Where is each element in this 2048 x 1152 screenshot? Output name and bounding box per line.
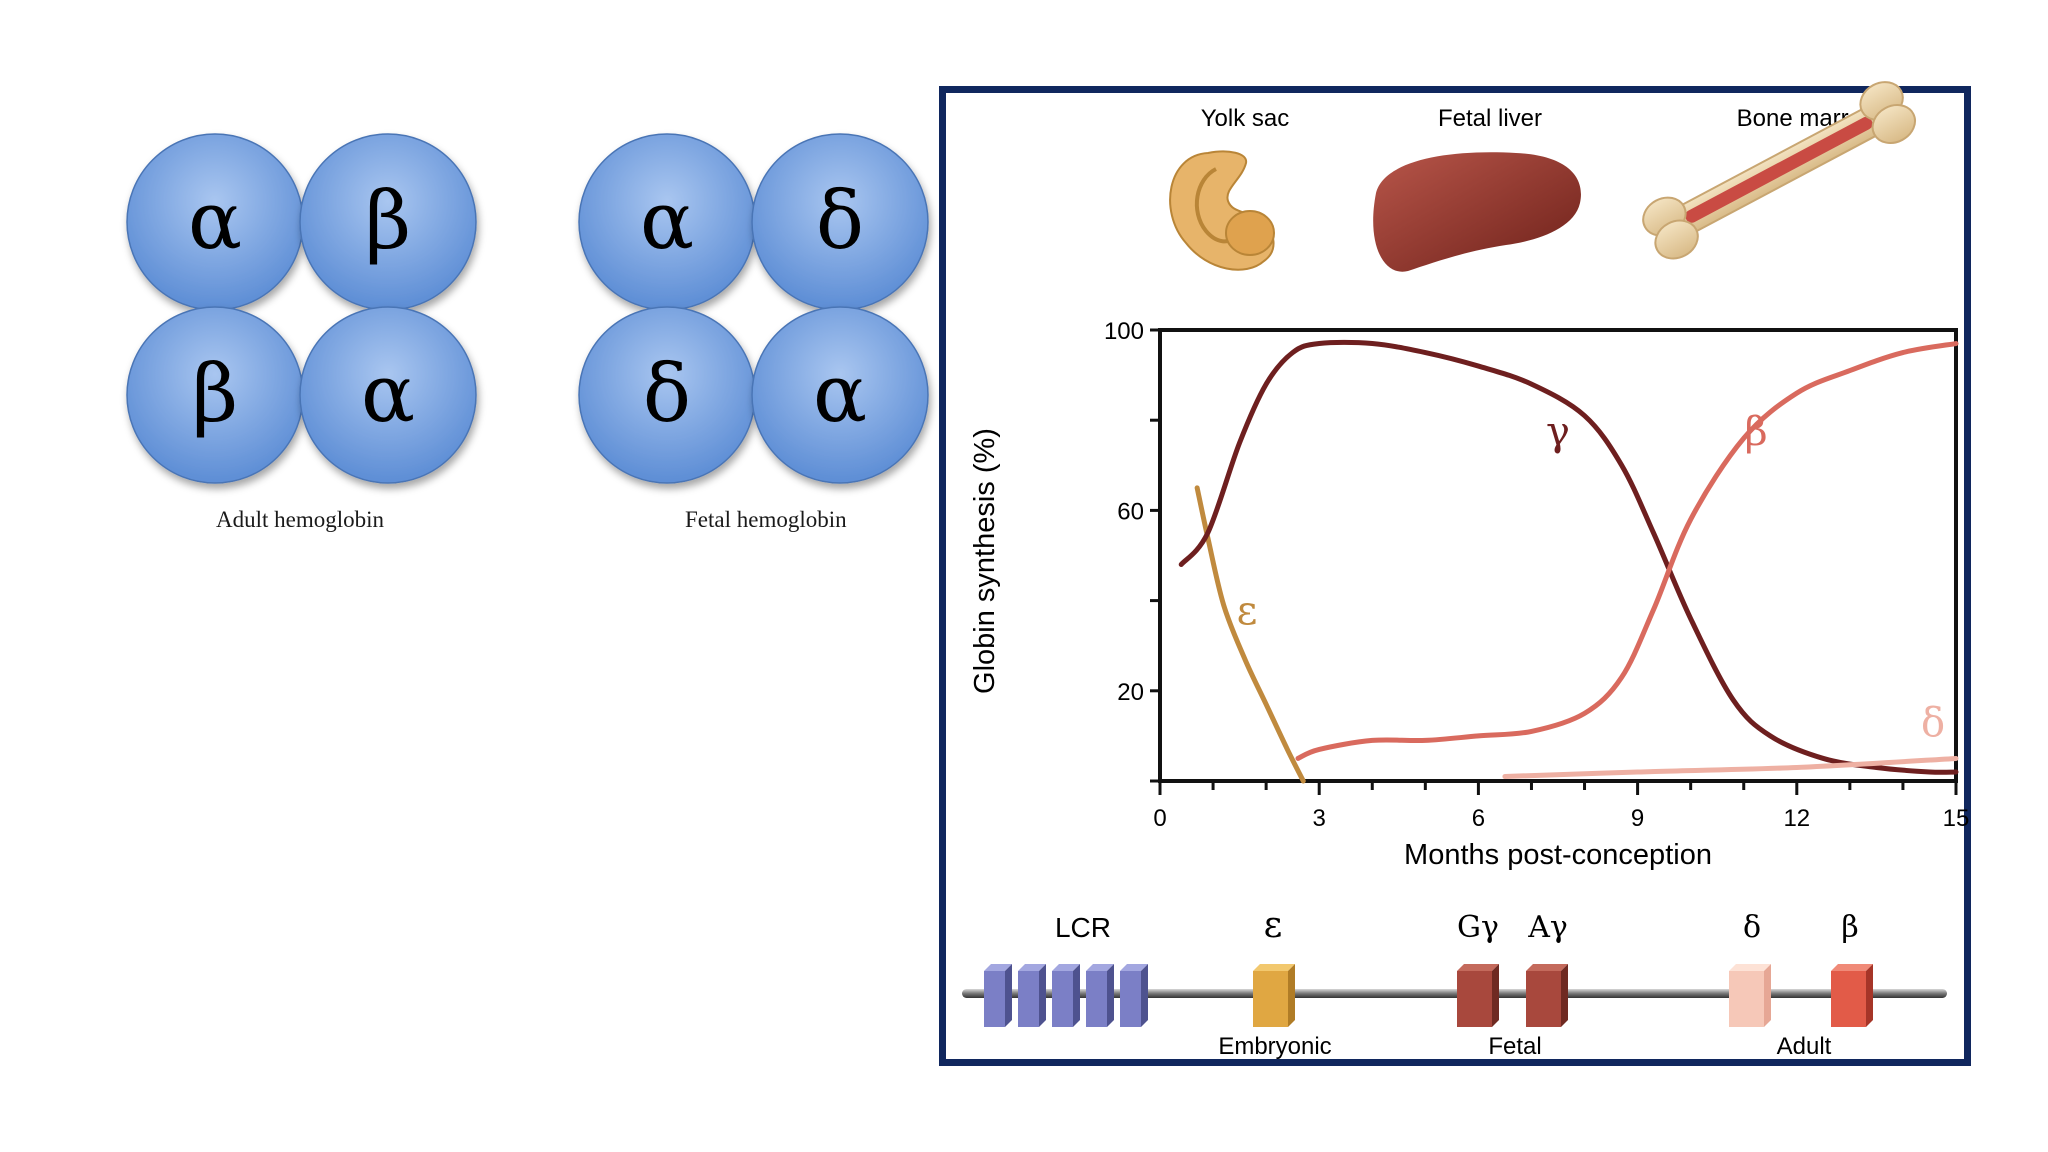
series-label-delta: δ <box>1921 700 1945 746</box>
gene-label-epsilon: ε <box>1264 905 1283 946</box>
x-tick-label: 12 <box>1783 805 1810 832</box>
lcr-site <box>1005 964 1012 1027</box>
x-tick-label: 9 <box>1631 805 1644 832</box>
lcr-site <box>984 964 1012 971</box>
subunit: α <box>751 306 929 484</box>
gene-a-gamma <box>1526 964 1568 1027</box>
lcr-site <box>1086 971 1107 1027</box>
beta-globin-gene-locus: LCR ε Gγ Aγ δ β Embryonic Fetal Adult <box>962 905 1947 1060</box>
gene-label-lcr: LCR <box>1055 912 1111 943</box>
subunit: β <box>299 133 477 311</box>
subunit-label: β <box>192 347 238 440</box>
gene-label-beta: β <box>1841 910 1858 945</box>
fetal-hemoglobin-caption: Fetal hemoglobin <box>685 507 847 532</box>
subunit: β <box>126 306 304 484</box>
plot-frame <box>1158 328 1958 783</box>
lcr-site <box>984 971 1005 1027</box>
subunit: δ <box>751 133 929 311</box>
x-axis: 0 3 6 9 12 15 <box>1153 781 1969 832</box>
subunit-label: δ <box>816 174 864 267</box>
gene-label-delta: δ <box>1743 910 1761 945</box>
y-tick-label: 100 <box>1104 318 1144 345</box>
lcr-site <box>1073 964 1080 1027</box>
series-line-1 <box>1178 339 1959 775</box>
lcr-site <box>1018 964 1046 971</box>
fetal-liver-illustration <box>1373 152 1581 272</box>
x-tick-label: 15 <box>1943 805 1970 832</box>
fetal-hemoglobin: α δ δ α <box>578 133 929 484</box>
lcr-site <box>1120 964 1148 971</box>
lcr-site <box>1086 964 1114 971</box>
lcr-site <box>1141 964 1148 1027</box>
x-tick-label: 6 <box>1472 805 1485 832</box>
subunit: δ <box>578 306 756 484</box>
x-tick-label: 3 <box>1313 805 1326 832</box>
subunit-label: δ <box>643 347 691 440</box>
adult-hemoglobin: α β β α <box>126 133 477 484</box>
bone-marrow-illustration <box>1642 81 1916 260</box>
group-label-embryonic: Embryonic <box>1218 1033 1331 1060</box>
lcr-site <box>1039 964 1046 1027</box>
gene-label-g-gamma: Gγ <box>1457 910 1499 945</box>
gene-epsilon <box>1253 964 1295 1027</box>
subunit-label: α <box>640 174 694 267</box>
hemoglobin-diagrams: α β β α α δ δ α <box>126 133 929 484</box>
lcr-site <box>1107 964 1114 1027</box>
lcr-site <box>1120 971 1141 1027</box>
subunit-label: α <box>813 347 867 440</box>
y-axis-title: Globin synthesis (%) <box>969 428 1001 694</box>
series-label-beta: β <box>1744 409 1767 455</box>
y-axis: 20 60 100 <box>1104 318 1160 783</box>
lcr-site <box>1018 971 1039 1027</box>
subunit-label: α <box>188 174 242 267</box>
lcr-site <box>1052 971 1073 1027</box>
lcr-block <box>984 964 1148 1027</box>
series-line-3 <box>1502 755 1959 779</box>
yolk-sac-illustration <box>1169 150 1275 271</box>
globin-synthesis-chart: 20 60 100 0 3 6 9 12 15 Globin synthesis (%) Mo… <box>969 318 1969 871</box>
y-tick-label: 20 <box>1117 679 1144 706</box>
subunit: α <box>299 306 477 484</box>
gene-delta <box>1729 964 1771 1027</box>
series-lines <box>1178 339 1959 784</box>
chromosome-line <box>962 989 1947 998</box>
group-label-fetal: Fetal <box>1488 1033 1541 1060</box>
figure-canvas: Yolk sac Fetal liver Bone marrow <box>962 81 1969 1060</box>
subunit: α <box>578 133 756 311</box>
subunit-label: α <box>361 347 415 440</box>
gene-g-gamma <box>1457 964 1499 1027</box>
series-label-epsilon: ε <box>1237 588 1258 634</box>
group-label-adult: Adult <box>1777 1033 1832 1060</box>
gene-beta <box>1831 964 1873 1027</box>
x-tick-label: 0 <box>1153 805 1166 832</box>
series-line-2 <box>1295 341 1959 761</box>
series-line-0 <box>1194 485 1306 784</box>
gene-label-a-gamma: Aγ <box>1527 910 1568 945</box>
subunit-label: β <box>365 174 411 267</box>
globin-switching-figure: Yolk sac Fetal liver Bone marrow <box>939 81 1971 1066</box>
adult-hemoglobin-caption: Adult hemoglobin <box>216 507 385 532</box>
y-tick-label: 60 <box>1117 498 1144 525</box>
subunit: α <box>126 133 304 311</box>
lcr-site <box>1052 964 1080 971</box>
series-label-gamma: γ <box>1546 409 1570 455</box>
site-label-yolk-sac: Yolk sac <box>1201 105 1290 132</box>
x-axis-title: Months post-conception <box>1404 839 1712 871</box>
site-label-fetal-liver: Fetal liver <box>1438 105 1542 132</box>
